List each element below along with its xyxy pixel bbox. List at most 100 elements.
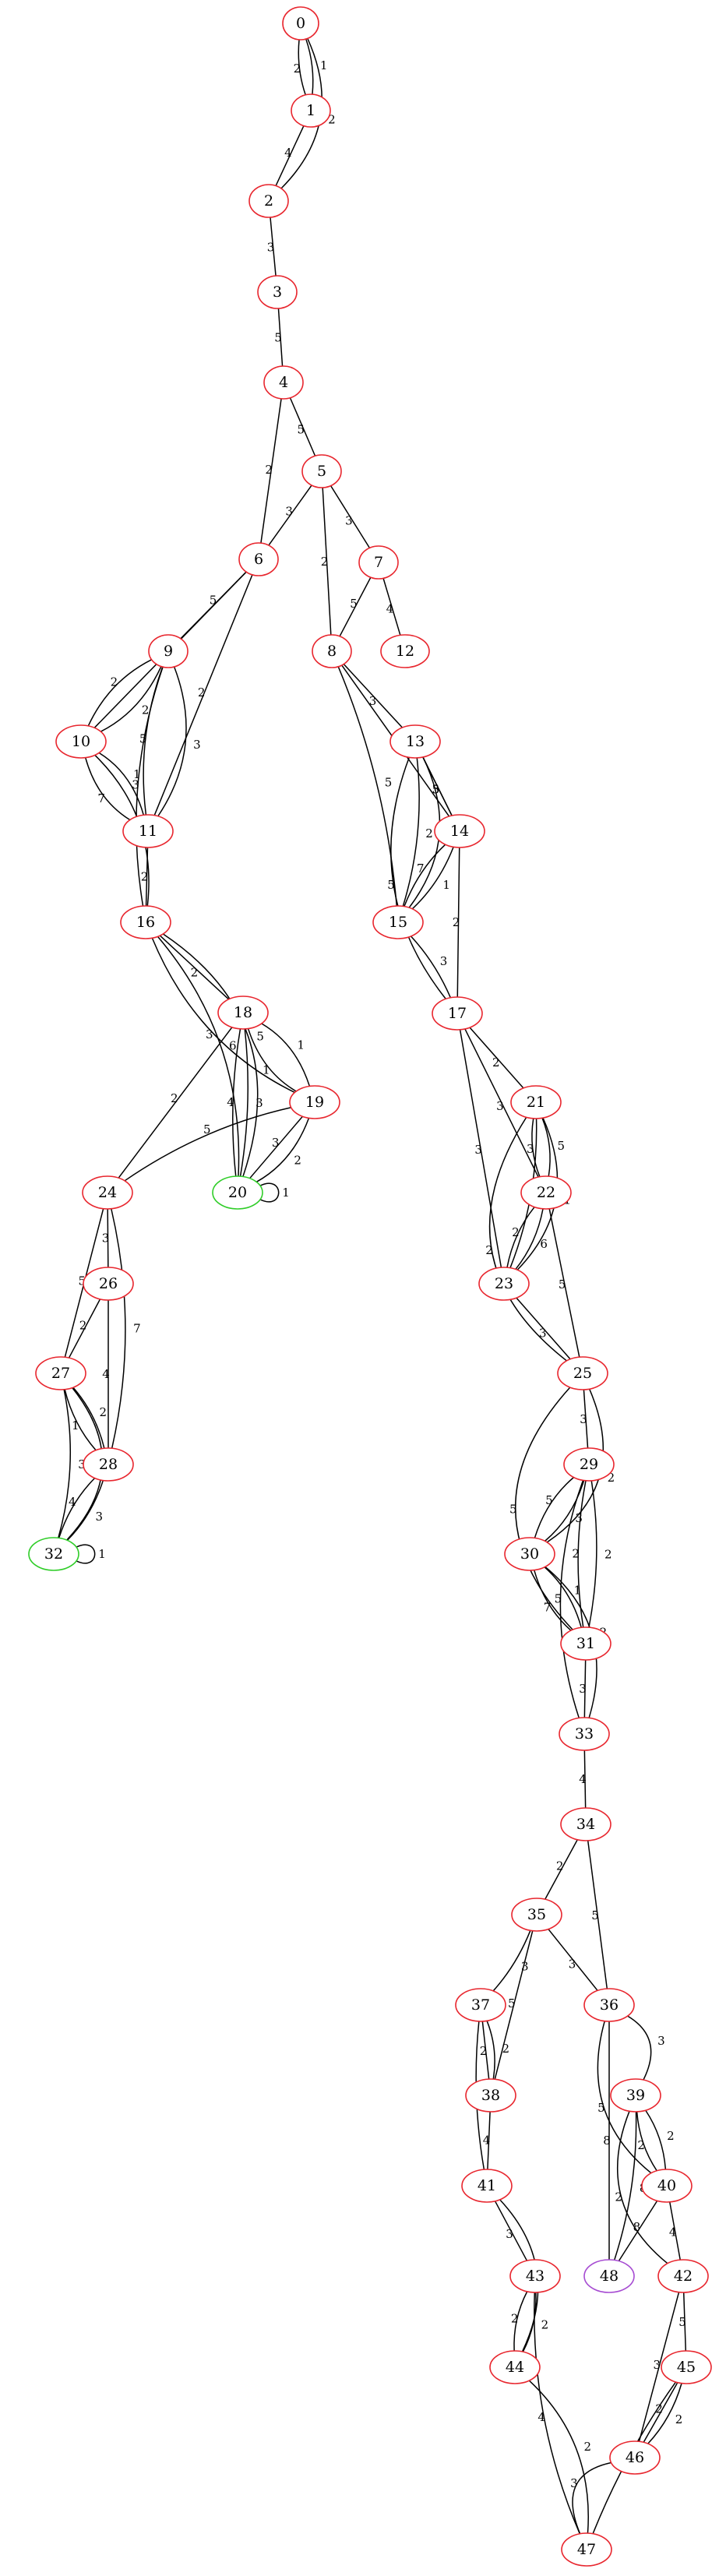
edge-weight-label: 5: [545, 1493, 553, 1507]
edge-line: [469, 1027, 524, 1089]
edge-5-8: 2: [321, 487, 332, 636]
node-label: 42: [674, 2268, 693, 2285]
edges-layer: 1224355233254532325225331752352251723235…: [58, 38, 687, 2535]
edge-weight-label: 3: [575, 1511, 583, 1525]
edge-weight-label: 3: [657, 2034, 665, 2048]
edge-weight-label: 2: [99, 1405, 107, 1419]
edge-weight-label: 2: [556, 1859, 564, 1873]
node-label: 3: [273, 284, 282, 301]
edge-18-19: 1: [261, 1023, 311, 1087]
edge-line: [390, 757, 446, 999]
edge-19-20: 2: [256, 1118, 310, 1182]
node-ellipse: [510, 1085, 562, 1119]
edge-17-21: 2: [469, 1027, 524, 1089]
edge-line: [68, 1299, 101, 1358]
edge-weight-label: 4: [483, 2134, 491, 2148]
edge-line: [249, 1115, 303, 1179]
edge-line: [577, 1480, 587, 1628]
node-label: 11: [139, 823, 157, 840]
edge-weight-label: 5: [210, 594, 217, 608]
node-label: 45: [677, 2359, 696, 2376]
edge-weight-label: 3: [539, 1326, 547, 1340]
edge-35-37: 3: [492, 1930, 531, 1992]
edge-weight-label: 3: [521, 1959, 529, 1973]
edge-weight-label: 4: [69, 1495, 76, 1509]
edge-37-38: 2: [480, 2021, 490, 2080]
edge-22-23: 2: [506, 1207, 535, 1268]
edge-27-28: 2: [72, 1387, 107, 1449]
node-ellipse: [432, 996, 483, 1031]
node-ellipse: [461, 2169, 513, 2203]
edge-weight-label: 5: [591, 1908, 599, 1922]
edge-6-11: 2: [153, 574, 253, 816]
edge-line: [459, 1029, 502, 1268]
edge-line: [488, 1116, 567, 1362]
node-3: 3: [257, 275, 298, 309]
node-30: 30: [504, 1537, 555, 1571]
edge-line: [522, 2292, 537, 2352]
edge-17-23: 3: [459, 1029, 502, 1268]
edge-weight-label: 1: [442, 878, 450, 892]
node-ellipse: [257, 275, 298, 309]
node-6: 6: [238, 542, 279, 576]
edge-line: [548, 1929, 598, 1991]
edge-weight-label: 3: [527, 1142, 534, 1156]
node-7: 7: [358, 545, 399, 580]
edge-4-6: 2: [260, 398, 282, 544]
edge-14-17: 2: [453, 847, 460, 998]
node-33: 33: [559, 1717, 610, 1751]
node-ellipse: [291, 93, 331, 128]
edge-line: [481, 2021, 490, 2080]
node-1: 1: [291, 93, 331, 128]
node-label: 37: [471, 1996, 490, 2014]
edge-4-5: 5: [289, 397, 316, 456]
edge-weight-label: 2: [675, 2412, 683, 2426]
edge-line: [487, 2111, 491, 2170]
edge-line: [289, 397, 316, 456]
node-20: 20: [212, 1175, 263, 1210]
edge-weight-label: 1: [133, 767, 141, 781]
edge-weight-label: 3: [193, 738, 201, 752]
node-0: 0: [282, 6, 319, 41]
node-label: 22: [537, 1184, 555, 1201]
node-label: 18: [234, 1004, 252, 1021]
node-label: 44: [506, 2359, 524, 2376]
node-ellipse: [609, 2440, 661, 2475]
edge-20-20: 1: [258, 1182, 290, 1203]
edge-line: [514, 1387, 573, 1630]
edge-weight-label: 4: [386, 602, 394, 616]
edge-7-8: 5: [339, 576, 372, 637]
edge-line: [544, 1566, 582, 1628]
edge-line: [322, 487, 332, 636]
edge-line: [583, 1389, 589, 1449]
edge-18-19: 1: [247, 1028, 297, 1092]
node-label: 28: [99, 1456, 118, 1473]
edge-45-46: 2: [647, 2383, 683, 2444]
edge-line: [587, 1840, 608, 1989]
edge-weight-label: 3: [95, 1510, 103, 1524]
node-ellipse: [661, 2350, 712, 2384]
edge-9-11: 5: [139, 666, 164, 816]
edge-26-28: 4: [102, 1300, 110, 1448]
edge-weight-label: 7: [133, 1321, 141, 1335]
edge-weight-label: 5: [557, 1139, 565, 1153]
edge-18-24: 2: [118, 1027, 233, 1179]
edge-line: [74, 1544, 96, 1564]
edge-weight-label: 2: [191, 966, 199, 980]
edge-8-13: 3: [343, 664, 403, 728]
node-28: 28: [83, 1447, 134, 1482]
edge-43-47: 4: [534, 2292, 580, 2535]
edge-line: [66, 1480, 104, 1541]
edge-9-11: 3: [157, 666, 201, 817]
edge-line: [588, 1480, 597, 1628]
edge-22-25: 5: [548, 1208, 580, 1358]
edge-weight-label: 4: [579, 1772, 587, 1786]
edge-line: [545, 1839, 578, 1900]
edge-line: [107, 1208, 109, 1268]
node-45: 45: [661, 2350, 712, 2384]
edge-line: [64, 1389, 97, 1451]
node-label: 29: [580, 1456, 598, 1473]
edge-weight-label: 8: [603, 2134, 611, 2148]
edge-weight-label: 2: [198, 685, 206, 700]
